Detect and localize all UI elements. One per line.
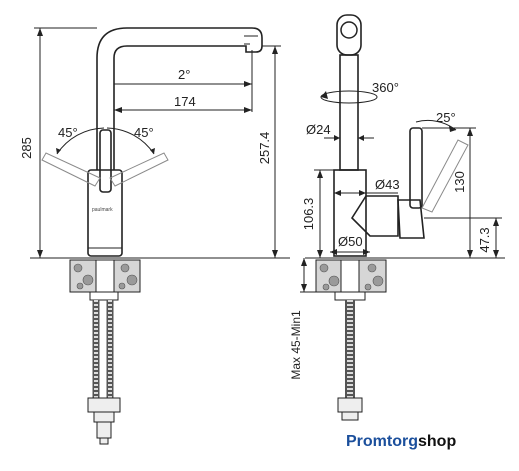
side-spout-column (339, 54, 359, 171)
watermark-logo: Promtorgshop (346, 433, 456, 450)
lever-height-label: 130 (452, 171, 467, 193)
lever-center (99, 129, 112, 193)
watermark-part1: Promtorg (346, 433, 418, 450)
lever-left-position (41, 152, 101, 187)
dim-label-257: 257.4 (257, 132, 272, 165)
side-lever-cap (397, 199, 425, 239)
rotation-label: 360° (372, 80, 399, 95)
faucet-body (87, 169, 123, 257)
svg-text:Promtorgshop: Promtorgshop (346, 433, 456, 450)
diameter-body-label: Ø43 (375, 177, 400, 192)
hose-fitting (87, 397, 121, 413)
side-lever (409, 127, 423, 209)
watermark-part2: shop (418, 433, 456, 450)
rotation-arrow (320, 90, 378, 104)
body-height-label: 106.3 (301, 198, 316, 231)
dim-label-174: 174 (174, 94, 196, 109)
spout-aerator (244, 35, 258, 45)
dim-label-285: 285 (19, 137, 34, 159)
side-spout-head (336, 14, 362, 56)
mounting-nut (89, 291, 119, 301)
side-hose-fitting (337, 397, 363, 413)
thickness-note-label: Max 45-Min1 (289, 310, 303, 380)
side-lever-angle-label: 25° (436, 110, 456, 125)
diameter-spout-label: Ø24 (306, 122, 331, 137)
lever-right-position (109, 152, 169, 187)
supply-hoses (92, 300, 114, 398)
lever-angle-right-label: 45° (134, 125, 154, 140)
side-body (333, 169, 367, 257)
brand-mark: paulmark (92, 207, 113, 213)
side-view: 25° 360° Ø24 Ø43 Ø50 106.3 130 (289, 14, 505, 421)
side-lever-ghost (421, 139, 469, 213)
side-lever-block (350, 195, 399, 237)
dim-label-2deg: 2° (178, 67, 190, 82)
diameter-base-label: Ø50 (338, 234, 363, 249)
lever-angle-left-label: 45° (58, 125, 78, 140)
front-view: paulmark 45° 45° 285 257.4 2° (19, 27, 290, 445)
lever-base-height-label: 47.3 (477, 227, 492, 252)
